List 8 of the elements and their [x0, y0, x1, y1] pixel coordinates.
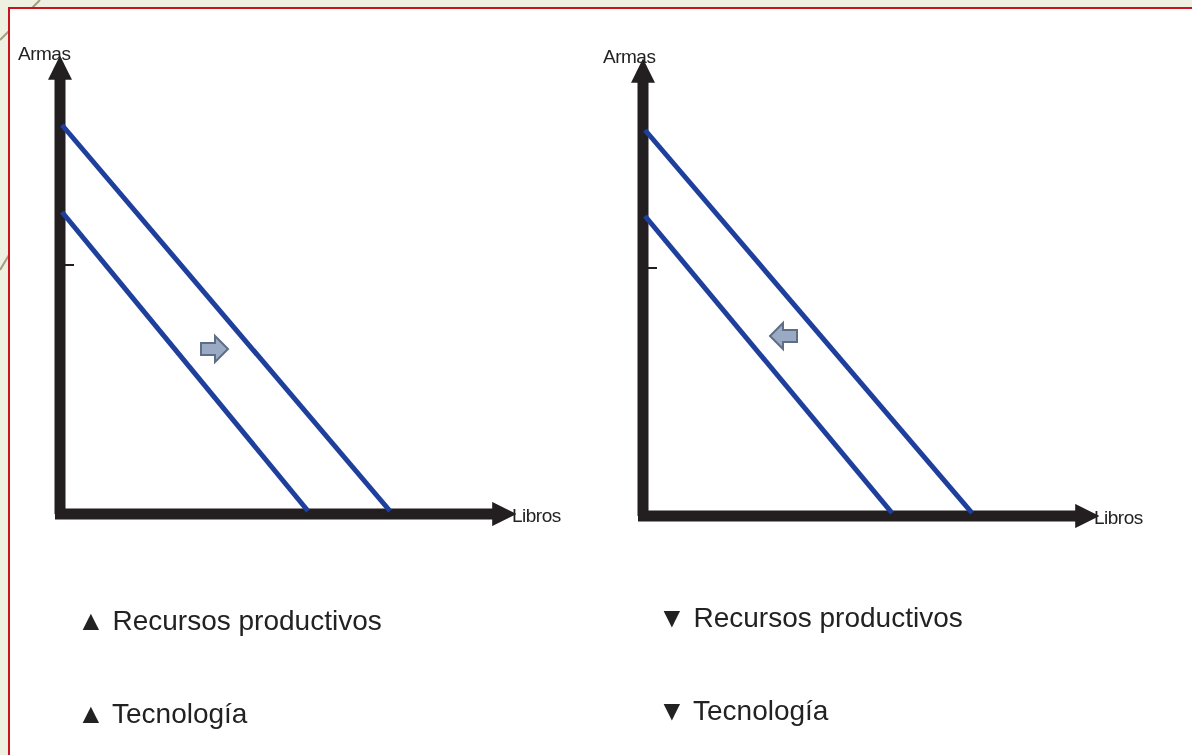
axis-label: Armas: [18, 43, 71, 65]
note-text: ▼ Recursos productivos: [658, 602, 963, 634]
note-text: ▲ Recursos productivos: [77, 605, 382, 637]
axis-label: Libros: [1094, 507, 1143, 529]
note-text: ▲ Tecnología: [77, 698, 248, 730]
axis-label: Armas: [603, 46, 656, 68]
axis-label: Libros: [512, 505, 561, 527]
note-text: ▼ Tecnología: [658, 695, 829, 727]
